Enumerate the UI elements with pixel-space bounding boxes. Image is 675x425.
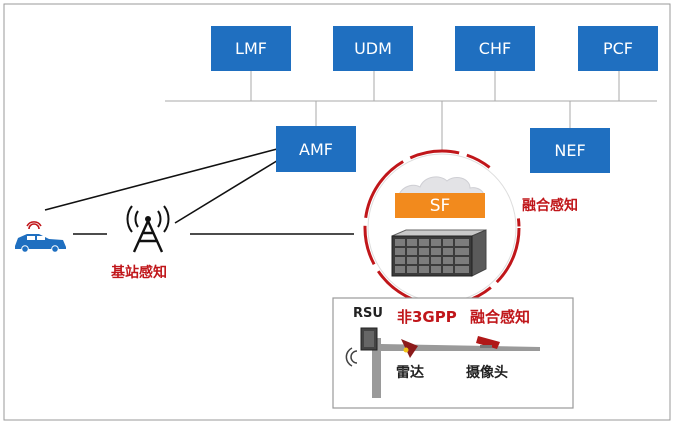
nef-box: NEF [530,128,610,173]
rsu-pole-icon [345,327,540,398]
sf-ring [363,149,521,307]
base-station-sensing-label: 基站感知 [111,265,167,281]
amf-box: AMF [276,126,356,172]
base-station-antenna-icon [126,205,170,253]
pcf-label: PCF [602,39,634,58]
car-amf-link [44,148,278,211]
sf-box: SF [395,193,485,218]
chf-box: CHF [455,26,535,71]
fusion-sensing-top-label: 融合感知 [522,198,578,214]
server-icon [391,229,487,277]
radar-label: 雷达 [396,365,424,381]
sf-label: SF [429,195,451,216]
pcf-box: PCF [578,26,658,71]
amf-label: AMF [299,139,333,159]
lmf-box: LMF [211,26,291,71]
nef-label: NEF [554,141,586,160]
gnb-amf-link [174,158,281,224]
fusion-sensing-bottom-label: 融合感知 [470,308,531,326]
chf-label: CHF [478,39,512,58]
car-icon [15,221,66,253]
lmf-label: LMF [235,39,267,58]
camera-icon [476,336,500,349]
outer-frame [3,3,671,421]
non3gpp-label: 非3GPP [397,308,457,326]
radar-icon [401,339,418,358]
udm-box: UDM [333,26,413,71]
udm-label: UDM [354,39,392,58]
rsu-label: RSU [353,306,383,321]
camera-label: 摄像头 [466,365,508,381]
